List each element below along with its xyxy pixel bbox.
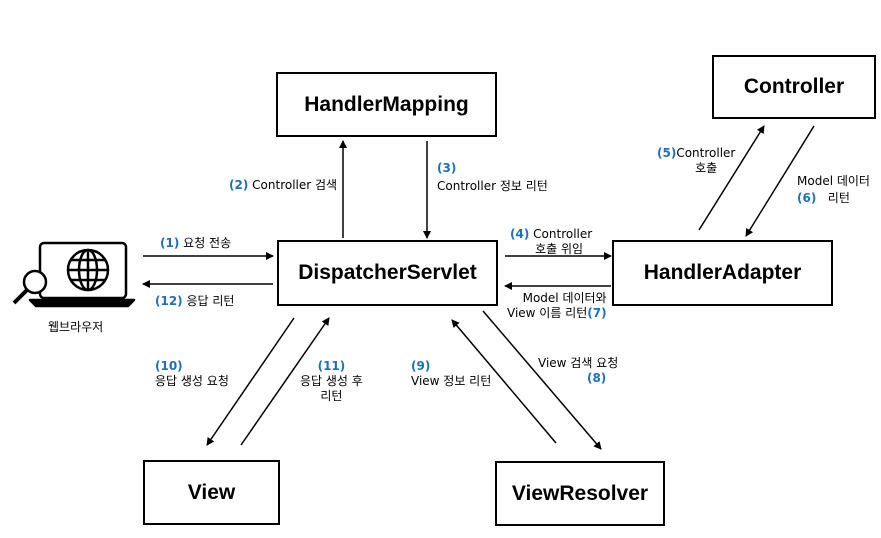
step-6-text-line1: Model 데이터 (797, 174, 870, 188)
step-1-text: 요청 전송 (183, 236, 232, 250)
arrow-6-return-model (745, 125, 815, 237)
dispatcher-servlet-box: DispatcherServlet (277, 240, 498, 306)
step-11-label: (11) 응답 생성 후 리턴 (300, 359, 363, 404)
step-2-label: (2) Controller 검색 (229, 178, 337, 193)
step-4-text-line1: Controller (533, 227, 593, 241)
step-3-text: Controller 정보 리턴 (437, 179, 548, 193)
view-resolver-box: ViewResolver (495, 461, 665, 526)
handler-mapping-box: HandlerMapping (276, 72, 497, 137)
step-10-text: 응답 생성 요청 (155, 374, 229, 388)
step-12-text: 응답 리턴 (186, 294, 235, 308)
step-10-number: (10) (155, 359, 183, 373)
view-box: View (143, 460, 280, 525)
step-9-label: (9) View 정보 리턴 (411, 359, 491, 389)
arrow-8-search-view (482, 310, 602, 450)
step-11-text-line2: 리턴 (320, 389, 343, 403)
step-7-number: (7) (587, 306, 607, 320)
step-4-label: (4) Controller 호출 위임 (510, 227, 592, 257)
laptop-globe-magnifier-icon (12, 241, 136, 308)
step-7-text-line2: View 이름 리턴 (507, 306, 588, 320)
step-8-label: View 검색 요청 (8) (538, 356, 618, 386)
step-2-number: (2) (229, 178, 249, 192)
step-1-label: (1) 요청 전송 (160, 236, 231, 251)
step-8-text: View 검색 요청 (538, 356, 619, 370)
handler-mapping-label: HandlerMapping (304, 92, 469, 116)
arrow-9-return-view (451, 319, 557, 444)
view-resolver-label: ViewResolver (511, 481, 649, 505)
step-5-label: (5)Controller 호출 (657, 146, 735, 176)
step-8-number: (8) (586, 371, 607, 385)
step-10-label: (10) 응답 생성 요청 (155, 359, 229, 389)
step-7-label: Model 데이터와 View 이름 리턴(7) (507, 291, 607, 321)
step-12-number: (12) (155, 294, 183, 308)
step-5-text-line1: Controller (676, 146, 736, 160)
step-7-text-line1: Model 데이터와 (522, 291, 607, 305)
step-3-number: (3) (437, 161, 457, 175)
step-9-number: (9) (411, 359, 431, 373)
handler-adapter-label: HandlerAdapter (643, 261, 802, 284)
step-11-text-line1: 응답 생성 후 (300, 374, 363, 388)
step-6-number: (6) (797, 191, 817, 205)
step-1-number: (1) (160, 236, 180, 250)
step-6-text-line2: 리턴 (827, 191, 850, 205)
step-5-number: (5) (657, 146, 677, 160)
step-3-label: (3) Controller 정보 리턴 (437, 161, 548, 194)
step-9-text: View 정보 리턴 (411, 374, 492, 388)
controller-box: Controller (712, 55, 876, 119)
handler-adapter-box: HandlerAdapter (612, 240, 833, 306)
step-2-text: Controller 검색 (252, 178, 338, 192)
controller-label: Controller (743, 75, 845, 98)
step-4-number: (4) (510, 227, 530, 241)
arrow-5-call-controller (698, 125, 765, 231)
step-6-label: Model 데이터 (6) 리턴 (797, 174, 870, 206)
step-11-number: (11) (317, 359, 346, 373)
browser-label: 웹브라우저 (48, 320, 104, 334)
arrow-10-render-request (206, 317, 295, 446)
arrow-11-render-return (240, 317, 330, 446)
view-label: View (187, 480, 236, 504)
dispatcher-servlet-label: DispatcherServlet (298, 261, 477, 284)
step-5-text-line2: 호출 (695, 161, 718, 175)
step-12-label: (12) 응답 리턴 (155, 294, 234, 309)
step-4-text-line2: 호출 위임 (535, 242, 584, 256)
